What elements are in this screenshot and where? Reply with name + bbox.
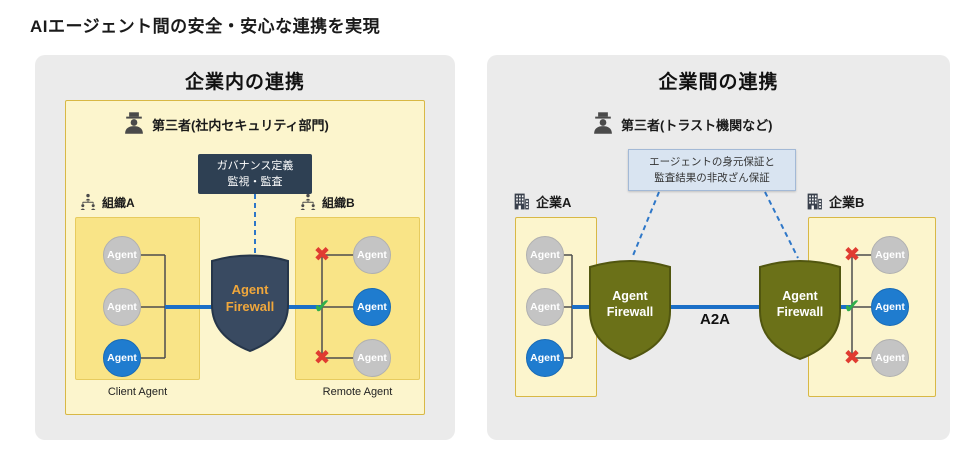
inter-company-title: 企業間の連携	[658, 72, 779, 93]
agent-node: Agent	[353, 288, 391, 326]
org-a-label: 組織A	[102, 195, 135, 210]
check-mark-icon: ✔	[843, 296, 861, 318]
agent-firewall-label: Agent Firewall	[590, 288, 670, 321]
agent-firewall-line1: Agent	[231, 282, 269, 297]
inspector-person-icon	[125, 112, 143, 134]
agent-node: Agent	[103, 236, 141, 274]
agent-node: Agent	[871, 339, 909, 377]
third-party-label: 第三者(社内セキュリティ部門)	[152, 117, 329, 133]
agent-node: Agent	[526, 236, 564, 274]
trust-line1: エージェントの身元保証と	[649, 155, 775, 168]
trust-guarantee-box: エージェントの身元保証と 監査結果の非改ざん保証	[628, 149, 796, 191]
inspector-person-icon	[594, 112, 612, 134]
agent-firewall-line1: Agent	[612, 289, 648, 303]
agent-firewall-line1: Agent	[782, 289, 818, 303]
agent-node: Agent	[353, 236, 391, 274]
company-b-label: 企業B	[829, 195, 865, 210]
client-agent-caption: Client Agent	[107, 386, 168, 398]
third-party-row: 第三者(社内セキュリティ部門)	[121, 111, 329, 137]
org-chart-icon	[300, 193, 316, 210]
company-a-label-row: 企業A	[512, 192, 571, 211]
governance-line1: ガバナンス定義	[216, 159, 294, 172]
governance-line2: 監視・監査	[227, 176, 283, 188]
x-mark-icon: ✖	[843, 244, 861, 266]
org-b-label: 組織B	[322, 195, 355, 210]
agent-node: Agent	[526, 339, 564, 377]
building-icon	[514, 193, 529, 210]
intra-company-panel: 企業内の連携	[35, 55, 455, 440]
page-title: AIエージェント間の安全・安心な連携を実現	[30, 17, 381, 36]
remote-agent-caption: Remote Agent	[322, 386, 393, 398]
company-a-label: 企業A	[536, 195, 572, 210]
agent-firewall-line2: Firewall	[606, 305, 654, 320]
org-b-label-row: 組織B	[299, 193, 355, 211]
agent-firewall-line2: Firewall	[225, 298, 275, 314]
agent-node: Agent	[871, 288, 909, 326]
agent-node: Agent	[526, 288, 564, 326]
third-party-label: 第三者(トラスト機関など)	[621, 117, 773, 133]
building-icon	[807, 193, 822, 210]
inter-company-panel: 企業間の連携	[487, 55, 950, 440]
agent-node: Agent	[871, 236, 909, 274]
third-party-row: 第三者(トラスト機関など)	[590, 111, 772, 137]
trust-dashed-line-left	[631, 191, 660, 259]
governance-box: ガバナンス定義 監視・監査	[198, 154, 312, 194]
agent-node: Agent	[103, 288, 141, 326]
org-a-label-row: 組織A	[79, 193, 135, 211]
a2a-protocol-label: A2A	[699, 311, 730, 328]
agent-node: Agent	[103, 339, 141, 377]
agent-firewall-line2: Firewall	[776, 305, 824, 320]
company-b-label-row: 企業B	[805, 192, 864, 211]
check-mark-icon: ✔	[313, 296, 331, 318]
intra-company-title: 企業内の連携	[184, 72, 305, 93]
x-mark-icon: ✖	[843, 347, 861, 369]
agent-firewall-label: Agent Firewall	[212, 282, 288, 316]
agent-firewall-label: Agent Firewall	[760, 288, 840, 321]
agent-node: Agent	[353, 339, 391, 377]
x-mark-icon: ✖	[313, 244, 331, 266]
org-chart-icon	[80, 193, 96, 210]
trust-line2: 監査結果の非改ざん保証	[654, 172, 770, 184]
trust-dashed-line-right	[764, 191, 799, 259]
x-mark-icon: ✖	[313, 347, 331, 369]
